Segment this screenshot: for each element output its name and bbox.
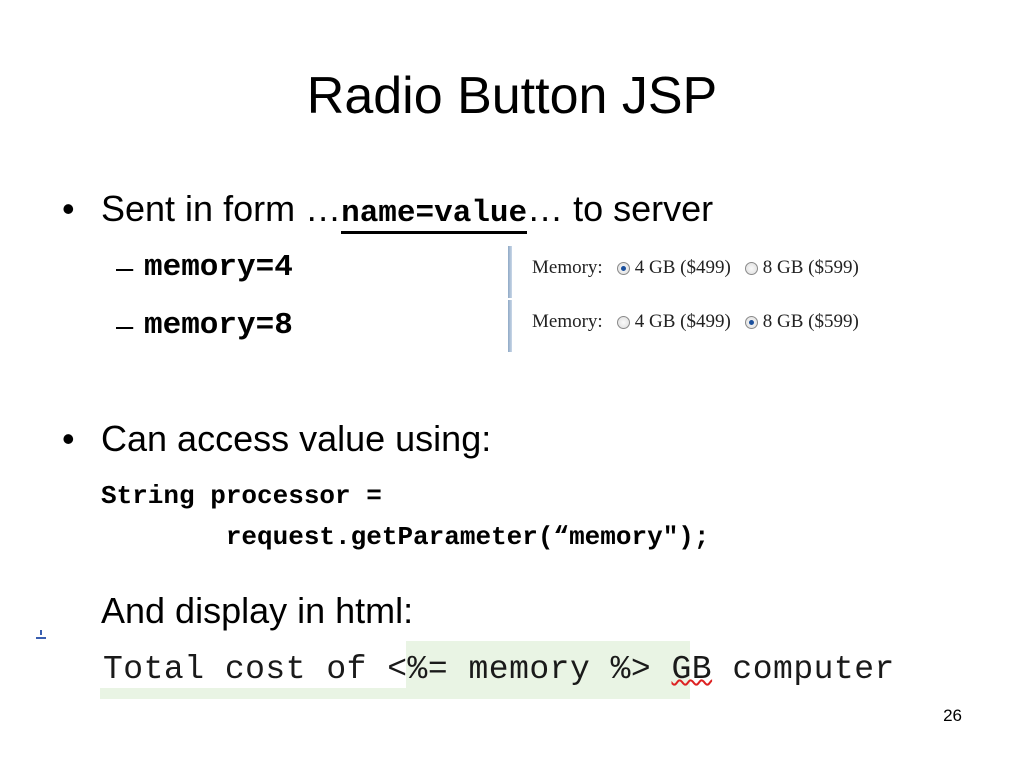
memory-label: Memory: — [532, 311, 603, 332]
code-line-2: request.getParameter(“memory"); — [101, 522, 710, 552]
sub-dash: – — [116, 250, 134, 285]
display-in-html-text: And display in html: — [101, 590, 414, 631]
spellcheck-word: GB — [671, 651, 713, 688]
html-code-white-region — [100, 641, 406, 688]
screenshot-edge — [508, 246, 512, 298]
html-text-part: computer — [712, 651, 895, 688]
bullet-marker: • — [62, 418, 75, 459]
slide-title: Radio Button JSP — [306, 67, 718, 125]
html-code-screenshot — [100, 641, 690, 699]
radio-example-memory-8: Memory: 4 GB ($499) 8 GB ($599) — [508, 300, 938, 352]
radio-option-4gb: 4 GB ($499) — [634, 257, 731, 278]
radio-option-8gb: 8 GB ($599) — [762, 257, 859, 278]
radio-button-icon[interactable] — [616, 315, 630, 329]
page-number: 26 — [943, 706, 962, 725]
bullet-suffix: … to server — [527, 188, 714, 229]
screenshot-edge — [508, 300, 512, 352]
bullet-marker: • — [62, 188, 75, 229]
radio-button-selected-icon[interactable] — [744, 315, 758, 329]
radio-button-icon[interactable] — [744, 261, 758, 275]
html-text-part: Total cost of — [103, 651, 388, 688]
html-code-line: Total cost of <%= memory %> GB computer — [103, 652, 895, 688]
radio-row: Memory: 4 GB ($499) 8 GB ($599) — [532, 311, 859, 333]
sub-item-memory-4: memory=4 — [144, 250, 293, 285]
name-value-code: name=value — [341, 196, 528, 234]
sub-item-memory-8: memory=8 — [144, 308, 293, 343]
memory-label: Memory: — [532, 257, 603, 278]
bullet-prefix: Sent in form … — [101, 188, 342, 229]
insertion-marker-icon — [36, 630, 46, 639]
bullet-access-value: Can access value using: — [101, 418, 492, 459]
code-line-1: String processor = — [101, 481, 382, 511]
sub-dash: – — [116, 308, 134, 343]
radio-option-8gb: 8 GB ($599) — [762, 311, 859, 332]
radio-button-selected-icon[interactable] — [616, 261, 630, 275]
jsp-expression: <%= memory %> — [387, 651, 672, 688]
radio-example-memory-4: Memory: 4 GB ($499) 8 GB ($599) — [508, 246, 938, 298]
radio-option-4gb: 4 GB ($499) — [634, 311, 731, 332]
bullet-sent-in-form: Sent in form …name=value… to server — [101, 188, 713, 235]
radio-row: Memory: 4 GB ($499) 8 GB ($599) — [532, 257, 859, 279]
